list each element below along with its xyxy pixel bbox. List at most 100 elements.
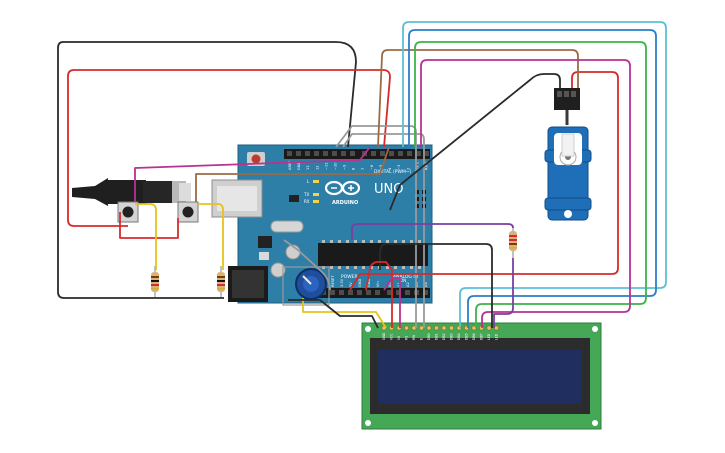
lcd-pin-label-7: DB1 [435,333,439,340]
wire-magenta-lcd-2[interactable] [383,277,401,328]
resistor-3[interactable] [509,225,517,258]
on-label: ON [400,278,406,283]
digital-pin-label-0: AREF [288,161,292,170]
potentiometer[interactable] [282,266,330,306]
power-pin-label-5: GND [367,279,371,287]
digital-pin-label-7: 8 [352,167,356,170]
wire-purple-resistor[interactable] [351,223,514,240]
analog-pin-label-2: A2 [406,282,410,287]
lcd-pin-label-12: DB6 [472,333,476,340]
lcd-pin-label-15: LED [495,333,499,340]
servo-motor[interactable] [544,88,592,221]
wire-brown-servo[interactable] [377,49,579,148]
pushbutton-1[interactable] [117,201,139,223]
atmega-chip [318,243,428,266]
buzzer-speaker[interactable] [72,178,191,206]
lcd-pin-label-0: GND [382,332,386,340]
lcd-pin-14[interactable] [486,325,492,331]
digital-pin-label-9: ~6 [370,164,374,170]
wire-yellow-pot[interactable] [302,298,387,329]
digital-pin-label-2: 13 [306,165,310,170]
power-pin-label-2: 3.3V [340,278,344,287]
wire-purple-lcd[interactable] [493,258,514,328]
lcd-pin-label-8: DB2 [442,333,446,340]
resistor-1[interactable] [151,266,159,297]
power-pin-label-4: GND [358,279,362,287]
analog-pin-labels: A0 A1 A2 A3 A4 A5 [388,282,437,287]
wires [57,21,667,329]
analog-pin-label-3: A3 [415,282,419,287]
wire-black-pot[interactable] [288,299,379,329]
digital-pin-label-15: RX 0 [425,161,429,170]
digital-pin-label-12: ~3 [397,165,401,170]
lcd-pin-15[interactable] [493,325,499,331]
lcd-pin-9[interactable] [448,325,454,331]
power-analog-header[interactable] [318,288,430,298]
lcd-pin-label-11: DB5 [465,333,469,340]
wire-magenta-lcd[interactable] [420,59,631,328]
wire-yellow-2[interactable] [198,203,224,270]
power-pin-label-6: Vin [376,281,380,287]
power-label: POWER [341,274,358,280]
rx-label: RX [304,199,310,204]
wire-red-button[interactable] [119,212,179,239]
wire-brown-button2[interactable] [195,146,390,202]
wire-red-vcc-loop[interactable] [67,69,391,227]
digital-pin-label-4: ~11 [324,162,328,170]
wire-red-servo[interactable] [349,71,619,291]
lcd-pin-label-5: E [420,338,424,340]
wire-cyan-lcd[interactable] [402,21,667,328]
l-label: L [307,179,310,184]
analog-pin-label-0: A0 [388,282,392,287]
digital-pin-label-14: TX 1 [415,162,419,171]
lcd-pin-label-1: VCC [390,333,394,340]
analog-pin-label-4: A4 [424,282,428,287]
arduino-uno-board[interactable]: UNO ARDUINO DIGITAL (PWM~) ANALOG IN POW… [211,144,437,304]
digital-pin-label-3: 12 [315,165,319,170]
resistor-2[interactable] [217,266,225,297]
wire-gray-2[interactable] [283,239,331,291]
analog-label: ANALOG IN [393,274,418,280]
digital-pin-label-13: 2 [406,168,410,170]
lcd-pin-7[interactable] [433,325,439,331]
lcd-pin-5[interactable] [418,325,424,331]
lcd-pin-label-10: DB4 [457,333,461,340]
lcd-pin-label-9: DB3 [450,333,454,340]
digital-pin-label-1: GND [297,162,301,170]
lcd-pin-label-4: RW [412,334,416,340]
lcd-pin-label-14: LED [487,333,491,340]
wire-gray-1[interactable] [335,125,417,328]
digital-header[interactable] [284,149,430,159]
lcd-pin-label-13: DB7 [480,333,484,340]
analog-pin-label-5: A5 [433,282,437,287]
lcd-screen [378,350,582,404]
wire-yellow-1[interactable] [135,203,157,270]
power-pin-label-3: 5V [349,282,353,287]
wire-black-lcd[interactable] [379,243,493,328]
crystal-oscillator [270,220,304,233]
wire-red-lcd[interactable] [365,261,393,328]
wire-black-gnd-loop[interactable] [57,41,357,299]
wire-magenta-button[interactable] [134,146,371,202]
arduino-logo [324,180,361,196]
analog-pin-label-1: A1 [397,282,401,287]
lcd-pin-label-6: DB0 [427,333,431,340]
lcd-pin-3[interactable] [403,325,409,331]
lcd-pin-label-2: V0 [397,336,401,340]
wire-gray-3[interactable] [342,133,425,328]
tx-label: TX [303,192,309,197]
digital-pin-label-10: ~5 [379,165,383,170]
wire-black-servo[interactable] [389,73,561,211]
pushbutton-2[interactable] [177,201,199,223]
power-pin-label-1: RESET [331,275,335,287]
digital-pin-label-8: 7 [361,168,365,170]
wire-green-lcd[interactable] [414,41,647,328]
lcd-pin-8[interactable] [441,325,447,331]
digital-pin-label-5: ~10 [334,162,338,170]
lcd-pin-6[interactable] [426,325,432,331]
wire-blue-lcd[interactable] [408,29,657,328]
digital-pin-label-6: ~9 [343,164,347,170]
